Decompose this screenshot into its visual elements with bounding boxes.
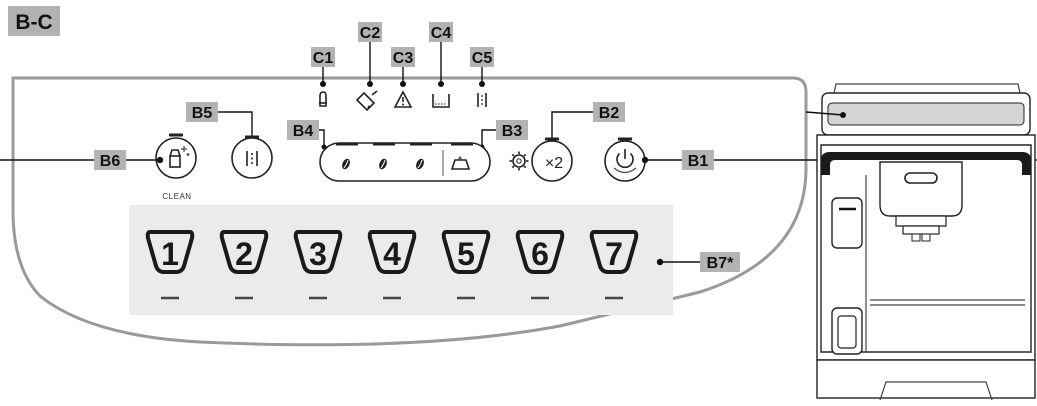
svg-text:C2: C2 bbox=[360, 25, 381, 42]
cup-button-6[interactable]: 6 bbox=[515, 230, 565, 300]
coffee-bean-icon bbox=[379, 158, 387, 170]
svg-text:B-C: B-C bbox=[15, 11, 52, 34]
svg-text:2: 2 bbox=[235, 236, 253, 272]
cup-button-3[interactable]: 3 bbox=[293, 230, 343, 300]
filter-cartridge-icon bbox=[319, 91, 327, 107]
clean-button[interactable]: B6 CLEAN bbox=[94, 133, 197, 201]
gear-icon bbox=[509, 151, 529, 171]
indicator-c4: C4 bbox=[429, 22, 453, 108]
coffee-machine-illustration bbox=[805, 83, 1036, 401]
svg-text:B5: B5 bbox=[192, 105, 213, 122]
warning-icon bbox=[393, 90, 413, 108]
double-cup-button[interactable]: B2 ×2 bbox=[509, 102, 626, 182]
svg-text:B2: B2 bbox=[599, 105, 620, 122]
svg-text:B3: B3 bbox=[502, 123, 523, 140]
svg-text:B4: B4 bbox=[293, 123, 314, 140]
power-icon bbox=[613, 149, 637, 174]
svg-text:C1: C1 bbox=[313, 50, 334, 67]
section-title: B-C bbox=[8, 6, 60, 36]
cup-button-2[interactable]: 2 bbox=[219, 230, 269, 300]
cleaning-icon bbox=[169, 146, 190, 168]
clean-label: CLEAN bbox=[162, 192, 191, 201]
svg-text:C3: C3 bbox=[393, 50, 414, 67]
coffee-bean-icon bbox=[342, 158, 350, 170]
svg-text:C4: C4 bbox=[431, 25, 452, 42]
cup-button-4[interactable]: 4 bbox=[367, 230, 417, 300]
indicator-c3: C3 bbox=[391, 47, 415, 108]
svg-text:6: 6 bbox=[531, 236, 549, 272]
coffee-bean-icon bbox=[416, 158, 424, 170]
strength-milk-selector[interactable]: B4 B3 bbox=[287, 120, 528, 182]
grounds-container-icon bbox=[477, 93, 487, 107]
descale-icon bbox=[355, 90, 378, 112]
svg-text:B1: B1 bbox=[688, 153, 709, 170]
grounds-container-icon bbox=[246, 151, 258, 166]
svg-text:B6: B6 bbox=[100, 153, 121, 170]
grounds-button[interactable]: B5 bbox=[186, 102, 273, 179]
svg-text:3: 3 bbox=[309, 236, 327, 272]
svg-text:1: 1 bbox=[161, 236, 179, 272]
indicator-c2: C2 bbox=[355, 22, 382, 112]
power-button[interactable]: B1 bbox=[604, 137, 714, 182]
cup-selection-area bbox=[129, 205, 673, 315]
callout-b7: B7* bbox=[656, 252, 740, 272]
cup-button-1[interactable]: 1 bbox=[145, 230, 195, 300]
svg-text:B7*: B7* bbox=[707, 255, 734, 272]
svg-text:4: 4 bbox=[383, 236, 401, 272]
milk-jug-icon bbox=[450, 155, 471, 170]
double-label: ×2 bbox=[545, 155, 563, 172]
cup-button-5[interactable]: 5 bbox=[441, 230, 491, 300]
indicator-c5: C5 bbox=[470, 47, 494, 107]
svg-text:5: 5 bbox=[457, 236, 475, 272]
svg-text:7: 7 bbox=[605, 236, 623, 272]
indicator-c1: C1 bbox=[311, 47, 335, 107]
svg-text:C5: C5 bbox=[472, 50, 493, 67]
water-tank-icon bbox=[432, 94, 450, 108]
cup-button-7[interactable]: 7 bbox=[589, 230, 639, 300]
